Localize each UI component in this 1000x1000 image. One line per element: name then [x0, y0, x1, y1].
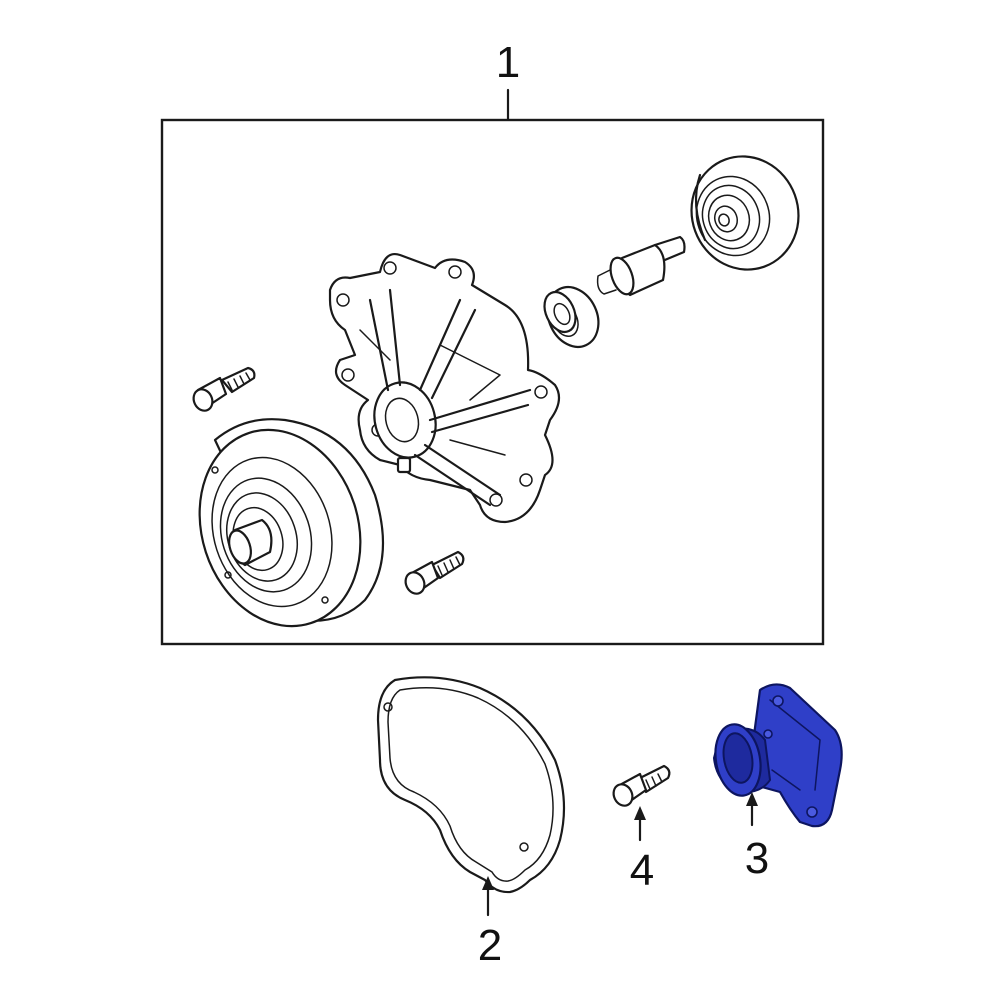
water-pump-assembly[interactable] [175, 141, 814, 647]
callout-4-arrow [634, 806, 646, 820]
callout-4-label[interactable]: 4 [630, 846, 654, 895]
large-pulley[interactable] [175, 409, 385, 647]
pump-shaft[interactable] [596, 235, 686, 297]
callout-1-label[interactable]: 1 [496, 38, 520, 87]
pump-housing[interactable] [328, 253, 561, 524]
bolt-upper[interactable] [190, 366, 256, 414]
bolt-part-4[interactable] [610, 764, 671, 809]
callout-2-arrow [482, 876, 494, 890]
seal-ring[interactable] [538, 279, 608, 355]
callout-3-label[interactable]: 3 [745, 834, 769, 883]
outlet-housing[interactable] [710, 683, 843, 828]
gasket[interactable] [376, 676, 566, 894]
small-pulley[interactable] [676, 141, 815, 284]
callout-2-label[interactable]: 2 [478, 921, 502, 970]
bolt-lower[interactable] [402, 550, 465, 597]
callout-3-arrow [746, 792, 758, 806]
